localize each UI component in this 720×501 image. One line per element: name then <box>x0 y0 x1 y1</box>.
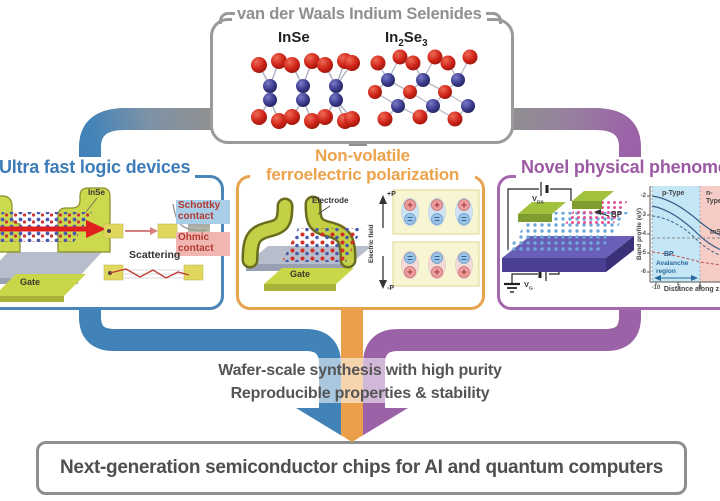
pipe-top-left <box>79 108 213 162</box>
ferro-title-line2: ferroelectric polarization <box>265 165 460 184</box>
inse-formula: InSe <box>278 29 310 46</box>
schottky-contact-label: Schottky contact <box>176 200 230 224</box>
bp-label: BP <box>611 210 623 219</box>
plus-p-label: +P <box>387 191 396 198</box>
ohmic-contact-label: Ohmic contact <box>176 232 230 256</box>
ytick-1: -3 <box>640 212 646 218</box>
minus-p-label: -P <box>387 285 394 292</box>
ferro-panel-title: Non-volatile ferroelectric polarization <box>250 146 475 184</box>
avalanche-label-1: Avalanche <box>656 260 689 267</box>
summary-line1: Wafer-scale synthesis with high purity <box>218 362 502 379</box>
logic-inse-label: InSe <box>88 188 105 197</box>
ytick-0: -2 <box>640 193 646 199</box>
vg-label: VG <box>524 280 533 292</box>
n-type-label: n-Type <box>706 190 720 205</box>
summary-line2: Reproducible properties & stability <box>230 385 490 402</box>
electric-field-label: Electric field <box>368 224 375 263</box>
avalanche-label-2: region <box>656 268 676 275</box>
outcome-text: Next-generation semiconductor chips for … <box>60 457 663 478</box>
xtick-2: 0 <box>698 285 702 291</box>
ytick-2: -4 <box>640 231 646 237</box>
chart-inse-label: InSe <box>710 229 720 236</box>
panel-ferroelectric <box>236 175 485 310</box>
logic-panel-title: Ultra fast logic devices <box>0 157 196 178</box>
title-hook-right-icon <box>486 12 502 24</box>
chart-bp-label: BP <box>664 251 674 258</box>
source-box-title: van der Waals Indium Selenides <box>232 5 487 24</box>
novel-panel-title: Novel physical phenomena <box>516 157 720 178</box>
vds-label: VDS <box>532 194 544 206</box>
title-hook-left-icon <box>219 12 235 24</box>
p-type-label: p-Type <box>662 190 685 197</box>
converging-arrow <box>296 403 408 442</box>
summary-block: Wafer-scale synthesis with high purity R… <box>0 362 720 403</box>
logic-gate-label: Gate <box>20 277 41 287</box>
ytick-3: -5 <box>640 250 646 256</box>
band-xlabel: Distance along z (nm) <box>663 286 720 293</box>
electrode-label: Electrode <box>312 196 349 205</box>
scattering-label: Scattering <box>129 249 181 261</box>
xtick-3: 5 <box>715 285 720 291</box>
ytick-4: -6 <box>640 269 646 275</box>
ferro-title-line1: Non-volatile <box>315 146 410 165</box>
ferro-gate-label: Gate <box>290 269 311 279</box>
xtick-1: -5 <box>675 285 681 291</box>
xtick-0: -10 <box>651 285 661 291</box>
pipe-top-right <box>507 108 641 162</box>
outcome-box: Next-generation semiconductor chips for … <box>36 441 687 495</box>
in2se3-formula: In2Se3 <box>385 29 428 49</box>
source-box <box>210 18 514 144</box>
